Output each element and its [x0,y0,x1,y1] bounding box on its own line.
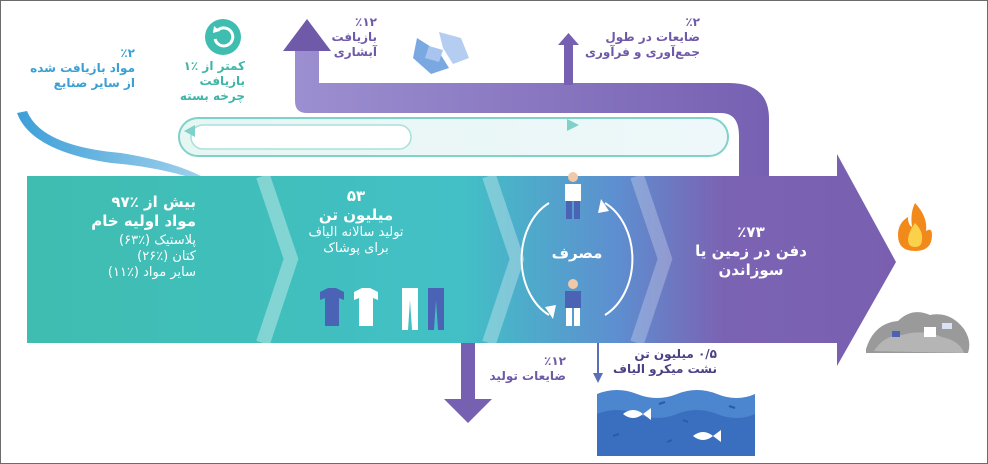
closed-loop-label: کمتر از ٪۱ بازیافت چرخه بسته [179,59,245,103]
cascade-recycling-flow [295,51,769,176]
tshirt-icon [354,288,378,326]
raw-materials-block: بیش از ٪۹۷ مواد اولیه خام پلاستیک (٪۶۳) … [91,193,196,280]
landfill-icon [866,312,970,353]
shredded-cloth-icon [413,32,469,74]
fish-icon [623,408,651,420]
person-icon [565,172,581,219]
tshirt-icon [320,288,344,326]
consumption-label: مصرف [551,244,603,262]
trousers-icon [402,288,418,330]
production-block: ۵۳ میلیون تن تولید سالانه الیاف برای پوش… [308,187,404,256]
clothing-icons [320,288,444,330]
ocean-icon [597,390,755,456]
production-waste-label: ٪۱۲ ضایعات تولید [489,354,567,383]
main-flow-arrow [27,154,896,366]
collection-losses-label: ٪۲ ضایعات در طول جمع‌آوری و فرآوری [585,15,700,59]
microfiber-leakage-label: ۰/۵ میلیون تن نشت میکرو الیاف [613,347,717,376]
production-waste-arrow [444,343,492,423]
person-icon [565,279,581,326]
recycled-input-flow [17,111,201,177]
recycle-icon [205,19,241,55]
landfill-incineration-label: ٪۷۳ دفن در زمین یا سوزاندن [695,223,807,279]
fish-icon [693,430,721,442]
collection-loss-arrow [558,33,579,45]
cascade-recycling-label: ٪۱۲ بازیافت آبشاری [331,15,378,59]
recycled-other-industries-label: ٪۲ مواد بازیافت شده از سایر صنایع [30,46,135,90]
cascade-arrow-head [283,19,331,51]
fire-icon [898,203,932,251]
trousers-icon [428,288,444,330]
